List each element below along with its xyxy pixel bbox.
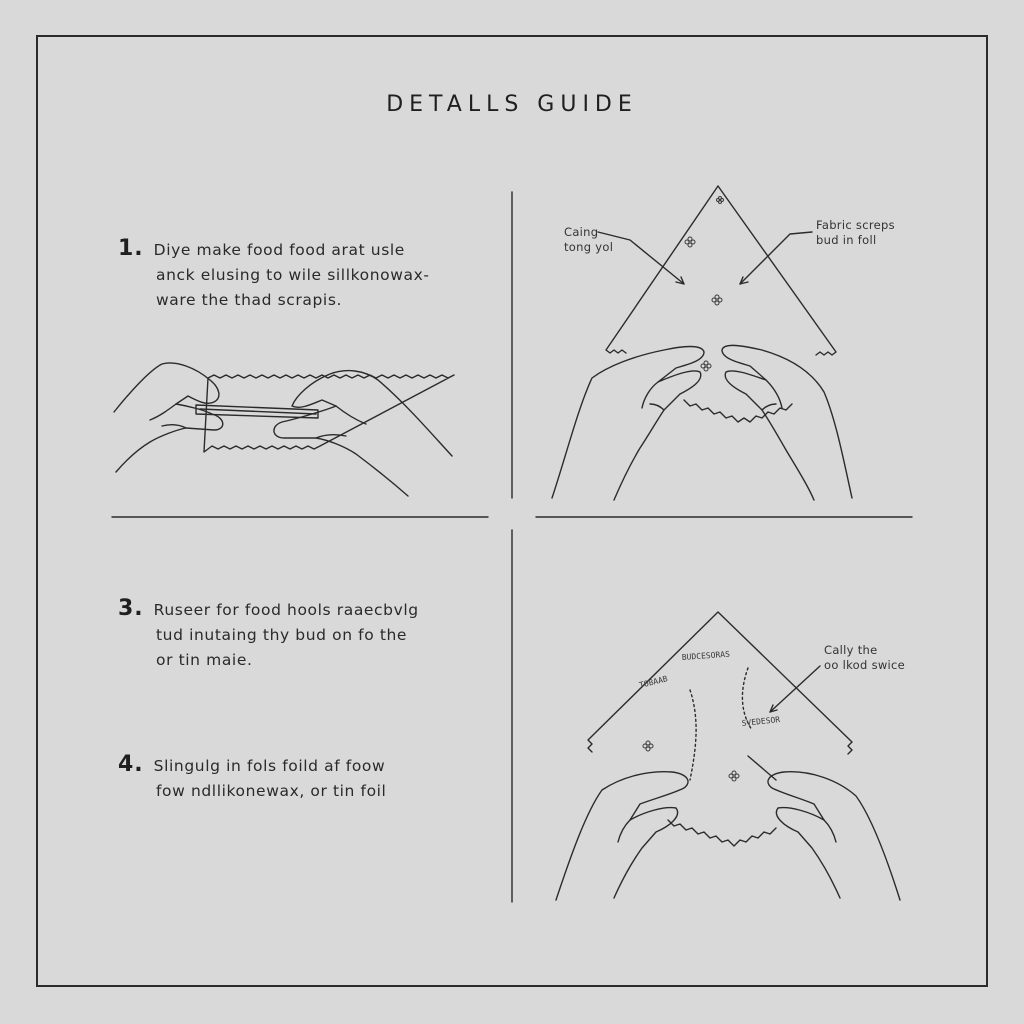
panel1-hands-illustration (113, 362, 455, 497)
step-1-line-3: ware the thad scrapis. (156, 291, 343, 309)
step-1-line-1: Diye make food food arat usle (153, 241, 405, 259)
flower-motif-1 (684, 236, 696, 248)
panel4-dotted-curve-left (689, 689, 697, 781)
annotation-panel2-left-line-2: tong yol (564, 240, 614, 254)
annotation-panel4-right-line-1: Cally the (824, 643, 878, 657)
flower-motif-4 (642, 740, 654, 752)
panel2-right-hand (721, 344, 853, 501)
panel4-left-hand (555, 770, 689, 901)
step-3: 3. Ruseer for food hools raaecbvlg tud in… (118, 596, 478, 673)
fabric-print-top: BUDCESORAS (682, 650, 731, 662)
step-1-line-2: anck elusing to wile sillkonowax- (156, 266, 430, 284)
panel4-fabric-diamond (587, 611, 853, 755)
panel4-leader (769, 665, 821, 713)
page-title: DETALLS GUIDE (386, 92, 638, 117)
step-4: 4. Slingulg in fols foild af foow fow ndl… (118, 752, 478, 804)
annotation-panel2-left: Caing tong yol (564, 225, 613, 255)
annotation-panel2-right: Fabric screps bud in foll (816, 218, 895, 248)
annotation-panel2-left-line-1: Caing (564, 225, 599, 239)
flower-motif-6 (716, 196, 724, 204)
panel2-fabric-point (683, 399, 793, 423)
panel2-triangle-illustration (551, 185, 853, 501)
panel4-needle (747, 755, 777, 781)
panel1-left-hand (113, 362, 224, 473)
flower-motifs (642, 196, 740, 782)
panel1-folded-strip (195, 404, 319, 419)
fabric-print-left: TOBAAB (638, 674, 668, 690)
panel2-left-hand (551, 345, 705, 501)
step-4-number: 4. (118, 752, 144, 777)
step-4-line-1: Slingulg in fols foild af foow (153, 757, 386, 775)
panel4-dotted-curve-right (741, 667, 753, 731)
panel2-fabric-triangle (605, 185, 837, 356)
step-4-line-2: fow ndllikonewax, or tin foil (156, 782, 387, 800)
step-3-line-1: Ruseer for food hools raaecbvlg (153, 601, 419, 619)
step-3-number: 3. (118, 596, 144, 621)
panel4-diamond-illustration (555, 611, 901, 901)
step-3-line-2: tud inutaing thy bud on fo the (156, 626, 408, 644)
outer-frame (36, 35, 988, 987)
panel1-fabric (203, 374, 455, 453)
step-3-line-3: or tin maie. (156, 651, 253, 669)
annotation-panel4-right: Cally the oo lkod swice (824, 643, 905, 673)
panel4-fabric-bottom (667, 819, 777, 847)
annotation-panel2-right-line-2: bud in foll (816, 233, 877, 247)
fabric-print-mid: SVEDESOR (741, 715, 780, 728)
panel1-right-hand (273, 369, 453, 497)
flower-motif-5 (728, 770, 740, 782)
step-1: 1. Diye make food food arat usle anck elu… (118, 236, 478, 313)
flower-motif-3 (700, 360, 712, 372)
panel2-right-leader (739, 231, 813, 285)
annotation-panel4-right-line-2: oo lkod swice (824, 658, 906, 672)
flower-motif-2 (711, 294, 723, 306)
panel2-left-leader (597, 231, 685, 285)
panel4-right-hand (767, 771, 901, 901)
step-1-number: 1. (118, 236, 144, 261)
annotation-panel2-right-line-1: Fabric screps (816, 218, 895, 232)
